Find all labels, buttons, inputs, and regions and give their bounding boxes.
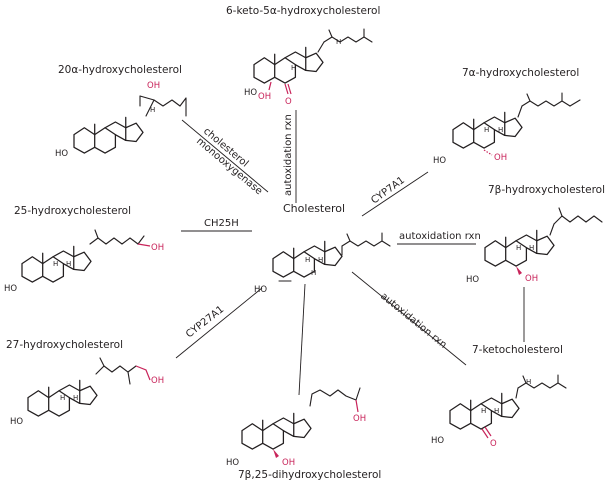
cholesterol-label: Cholesterol	[283, 202, 345, 215]
reaction-autoxidation-right: autoxidation rxn	[399, 231, 481, 242]
dihydroxy-structure: HO OH OH	[226, 387, 366, 468]
oh-label: OH	[525, 274, 538, 284]
dihydroxy-label: 7β,25-dihydroxycholesterol	[238, 469, 381, 481]
h-label: H	[150, 106, 155, 114]
h-label: H	[526, 378, 531, 386]
spoke-to-20a	[181, 119, 269, 193]
ho-label: HO	[433, 156, 446, 166]
h-label: H	[318, 256, 323, 264]
h-label: H	[311, 269, 316, 277]
h-label: H	[73, 394, 78, 402]
reaction-autoxidation-diagonal: autoxidation rxn	[378, 291, 449, 351]
ho-label: HO	[55, 149, 68, 159]
spoke-to-dihydroxy	[298, 283, 306, 396]
hydroxy-7b-label: 7β-hydroxycholesterol	[488, 184, 605, 196]
oh-label: OH	[151, 243, 164, 253]
hydroxy-20a-label: 20α-hydroxycholesterol	[58, 64, 182, 76]
oh-label: OH	[151, 376, 164, 386]
spoke-to-27	[175, 287, 263, 359]
hydroxy-25-label: 25-hydroxycholesterol	[14, 205, 131, 217]
h-label: H	[291, 64, 296, 72]
hydroxy-25-structure: HO OH H H	[4, 229, 164, 294]
reaction-ch25h: CH25H	[204, 218, 239, 229]
h-label: H	[66, 260, 71, 268]
oh-label: OH	[494, 153, 507, 163]
spoke-to-7a	[361, 171, 429, 217]
ho-label: HO	[4, 284, 17, 294]
h-label: H	[516, 244, 521, 252]
oh-label: OH	[282, 458, 295, 468]
keto-hydroxy-structure: HO OH O H H	[244, 28, 373, 107]
spoke-to-7keto	[351, 271, 467, 366]
h-label: H	[484, 126, 489, 134]
hydroxy-27-label: 27-hydroxycholesterol	[6, 339, 123, 351]
ho-label: HO	[10, 417, 23, 427]
h-label: H	[53, 260, 58, 268]
oh-label: OH	[258, 92, 271, 102]
h-label: H	[494, 407, 499, 415]
h-label: H	[481, 407, 486, 415]
ketocholesterol-label: 7-ketocholesterol	[472, 344, 563, 356]
hydroxy-7a-structure: HO OH H H	[433, 92, 581, 166]
oxygen-label: O	[490, 439, 497, 449]
ho-label: HO	[226, 458, 239, 468]
h-label: H	[336, 38, 341, 46]
h-label: H	[60, 394, 65, 402]
oh-label: OH	[353, 414, 366, 424]
ho-label: HO	[466, 275, 479, 285]
hydroxy-20a-structure: HO OH H	[55, 81, 187, 159]
hydroxy-7b-structure: HO OH H H	[466, 207, 603, 285]
h-label: H	[529, 244, 534, 252]
h-label: H	[305, 256, 310, 264]
ho-label: HO	[244, 88, 257, 98]
reaction-cyp7a1: CYP7A1	[369, 175, 407, 207]
oxygen-label: O	[285, 97, 292, 107]
keto-hydroxy-label: 6-keto-5α-hydroxycholesterol	[226, 5, 380, 17]
ho-label: HO	[431, 436, 444, 446]
hydroxy-27-structure: HO OH H H	[10, 357, 164, 427]
ketocholesterol-structure: HO O H H H	[431, 374, 567, 449]
hydroxy-7a-label: 7α-hydroxycholesterol	[462, 67, 579, 79]
h-label: H	[498, 126, 503, 134]
ho-label: HO	[254, 285, 267, 295]
reaction-autoxidation-top: autoxidation rxn	[283, 114, 294, 196]
oh-label: OH	[147, 81, 160, 91]
cholesterol-structure: HO H H H	[254, 232, 391, 295]
